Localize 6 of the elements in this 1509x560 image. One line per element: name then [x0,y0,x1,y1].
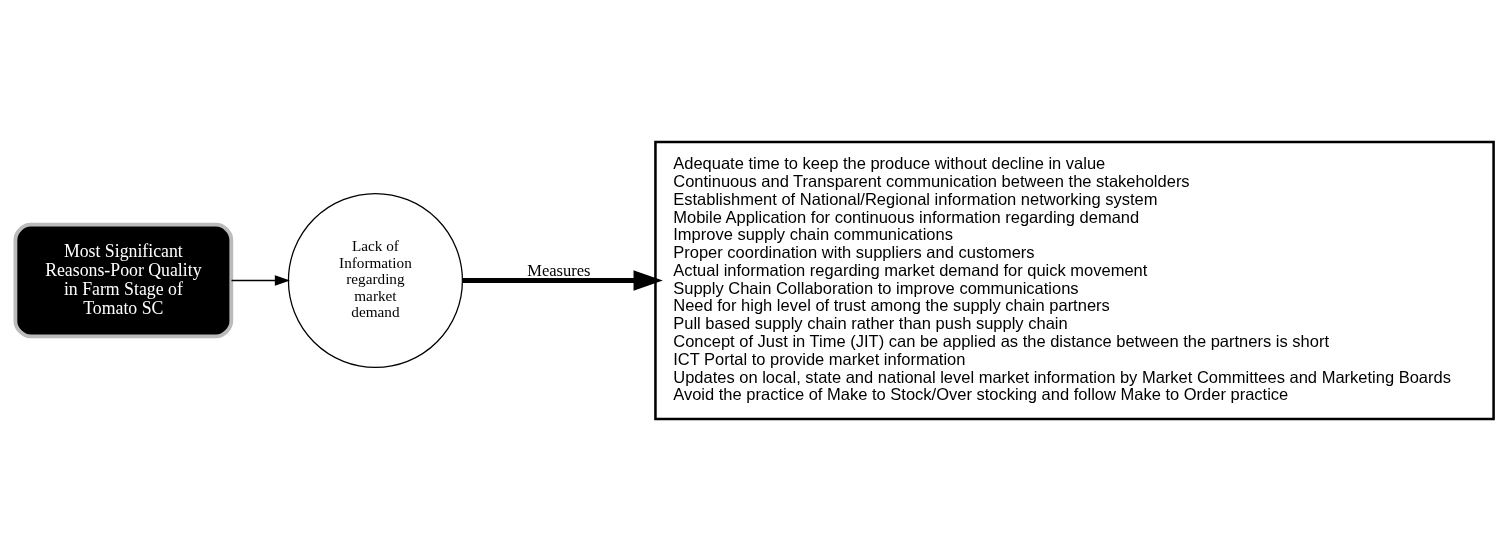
arrow [230,274,291,286]
node-box: Most Significant Reasons-Poor Quality in Farm Stage of Tomato SC [13,222,234,338]
node-circle: Lack of Information regarding market demand [287,192,464,368]
arrow [462,269,663,291]
edge-label: Measures [527,260,591,280]
node-box: Adequate time to keep the produce without decline in value Continuous and Transparent communication between the stakeholders Establishment of National/Regional information networking system Mobile Application for continuous information regarding demand Improve supply chain communications Proper coordination with suppliers and customers Actual information regarding market demand for quick movement Supply Chain Collaboration to improve communications Need for high level of trust among the supply chain partners Pull based supply chain rather than push supply chain Concept of Just in Time (JIT) can be applied as the distance between the partners is short ICT Portal to provide market information Updates on local, state and national level market information by Market Committees and Marketing Boards Avoid the practice of Make to Stock/Over stocking and follow Make to Order practice [654,140,1495,420]
